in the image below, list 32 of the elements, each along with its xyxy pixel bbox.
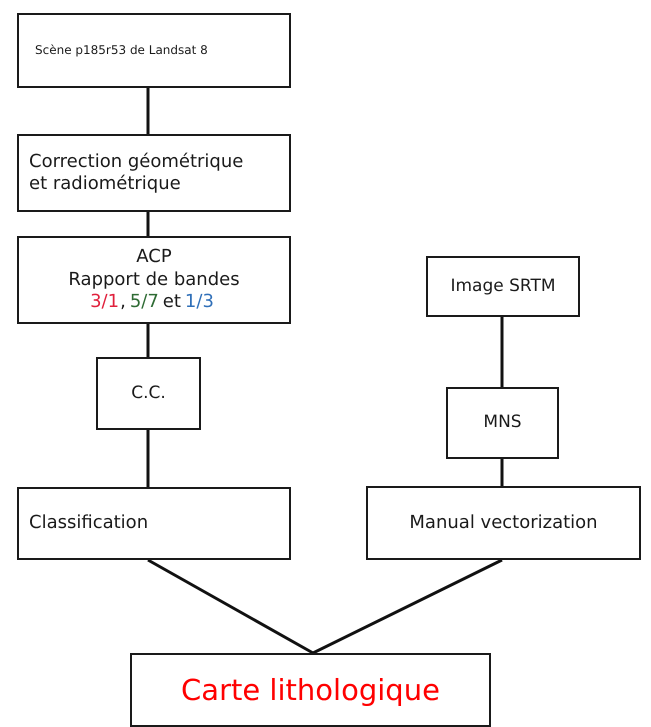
box-text: ACP — [136, 246, 172, 269]
process-box — [17, 487, 291, 560]
process-box — [17, 134, 291, 212]
process-box — [446, 387, 559, 459]
process-box — [17, 13, 291, 88]
box-text: C.C. — [131, 382, 166, 404]
box-text: Carte lithologique — [181, 672, 440, 708]
box-text: Scène p185r53 de Landsat 8 — [35, 43, 208, 58]
connector-line — [146, 430, 150, 487]
process-box — [366, 486, 641, 560]
process-box — [96, 357, 201, 430]
connector-line — [146, 88, 150, 134]
box-text: , — [120, 291, 126, 314]
box-text: Image SRTM — [450, 276, 556, 298]
box-text: Correction géométrique et radiométrique — [29, 150, 244, 196]
connector-line — [147, 558, 314, 654]
box-text: Rapport de bandes — [68, 268, 240, 292]
process-box — [130, 653, 491, 727]
box-text: MNS — [483, 412, 522, 434]
process-box — [17, 236, 291, 324]
connector-line — [500, 459, 504, 486]
box-text: et — [162, 291, 181, 314]
process-box — [426, 256, 580, 317]
connector-line — [146, 212, 150, 236]
connector-line — [146, 324, 150, 357]
box-text: 1/3 — [184, 291, 214, 314]
connector-line — [312, 558, 503, 654]
box-text: 3/1 — [90, 291, 120, 314]
box-text: Manual vectorization — [409, 512, 598, 534]
box-text: Classification — [29, 512, 148, 535]
connector-line — [500, 317, 504, 387]
box-text: 5/7 — [130, 291, 159, 314]
